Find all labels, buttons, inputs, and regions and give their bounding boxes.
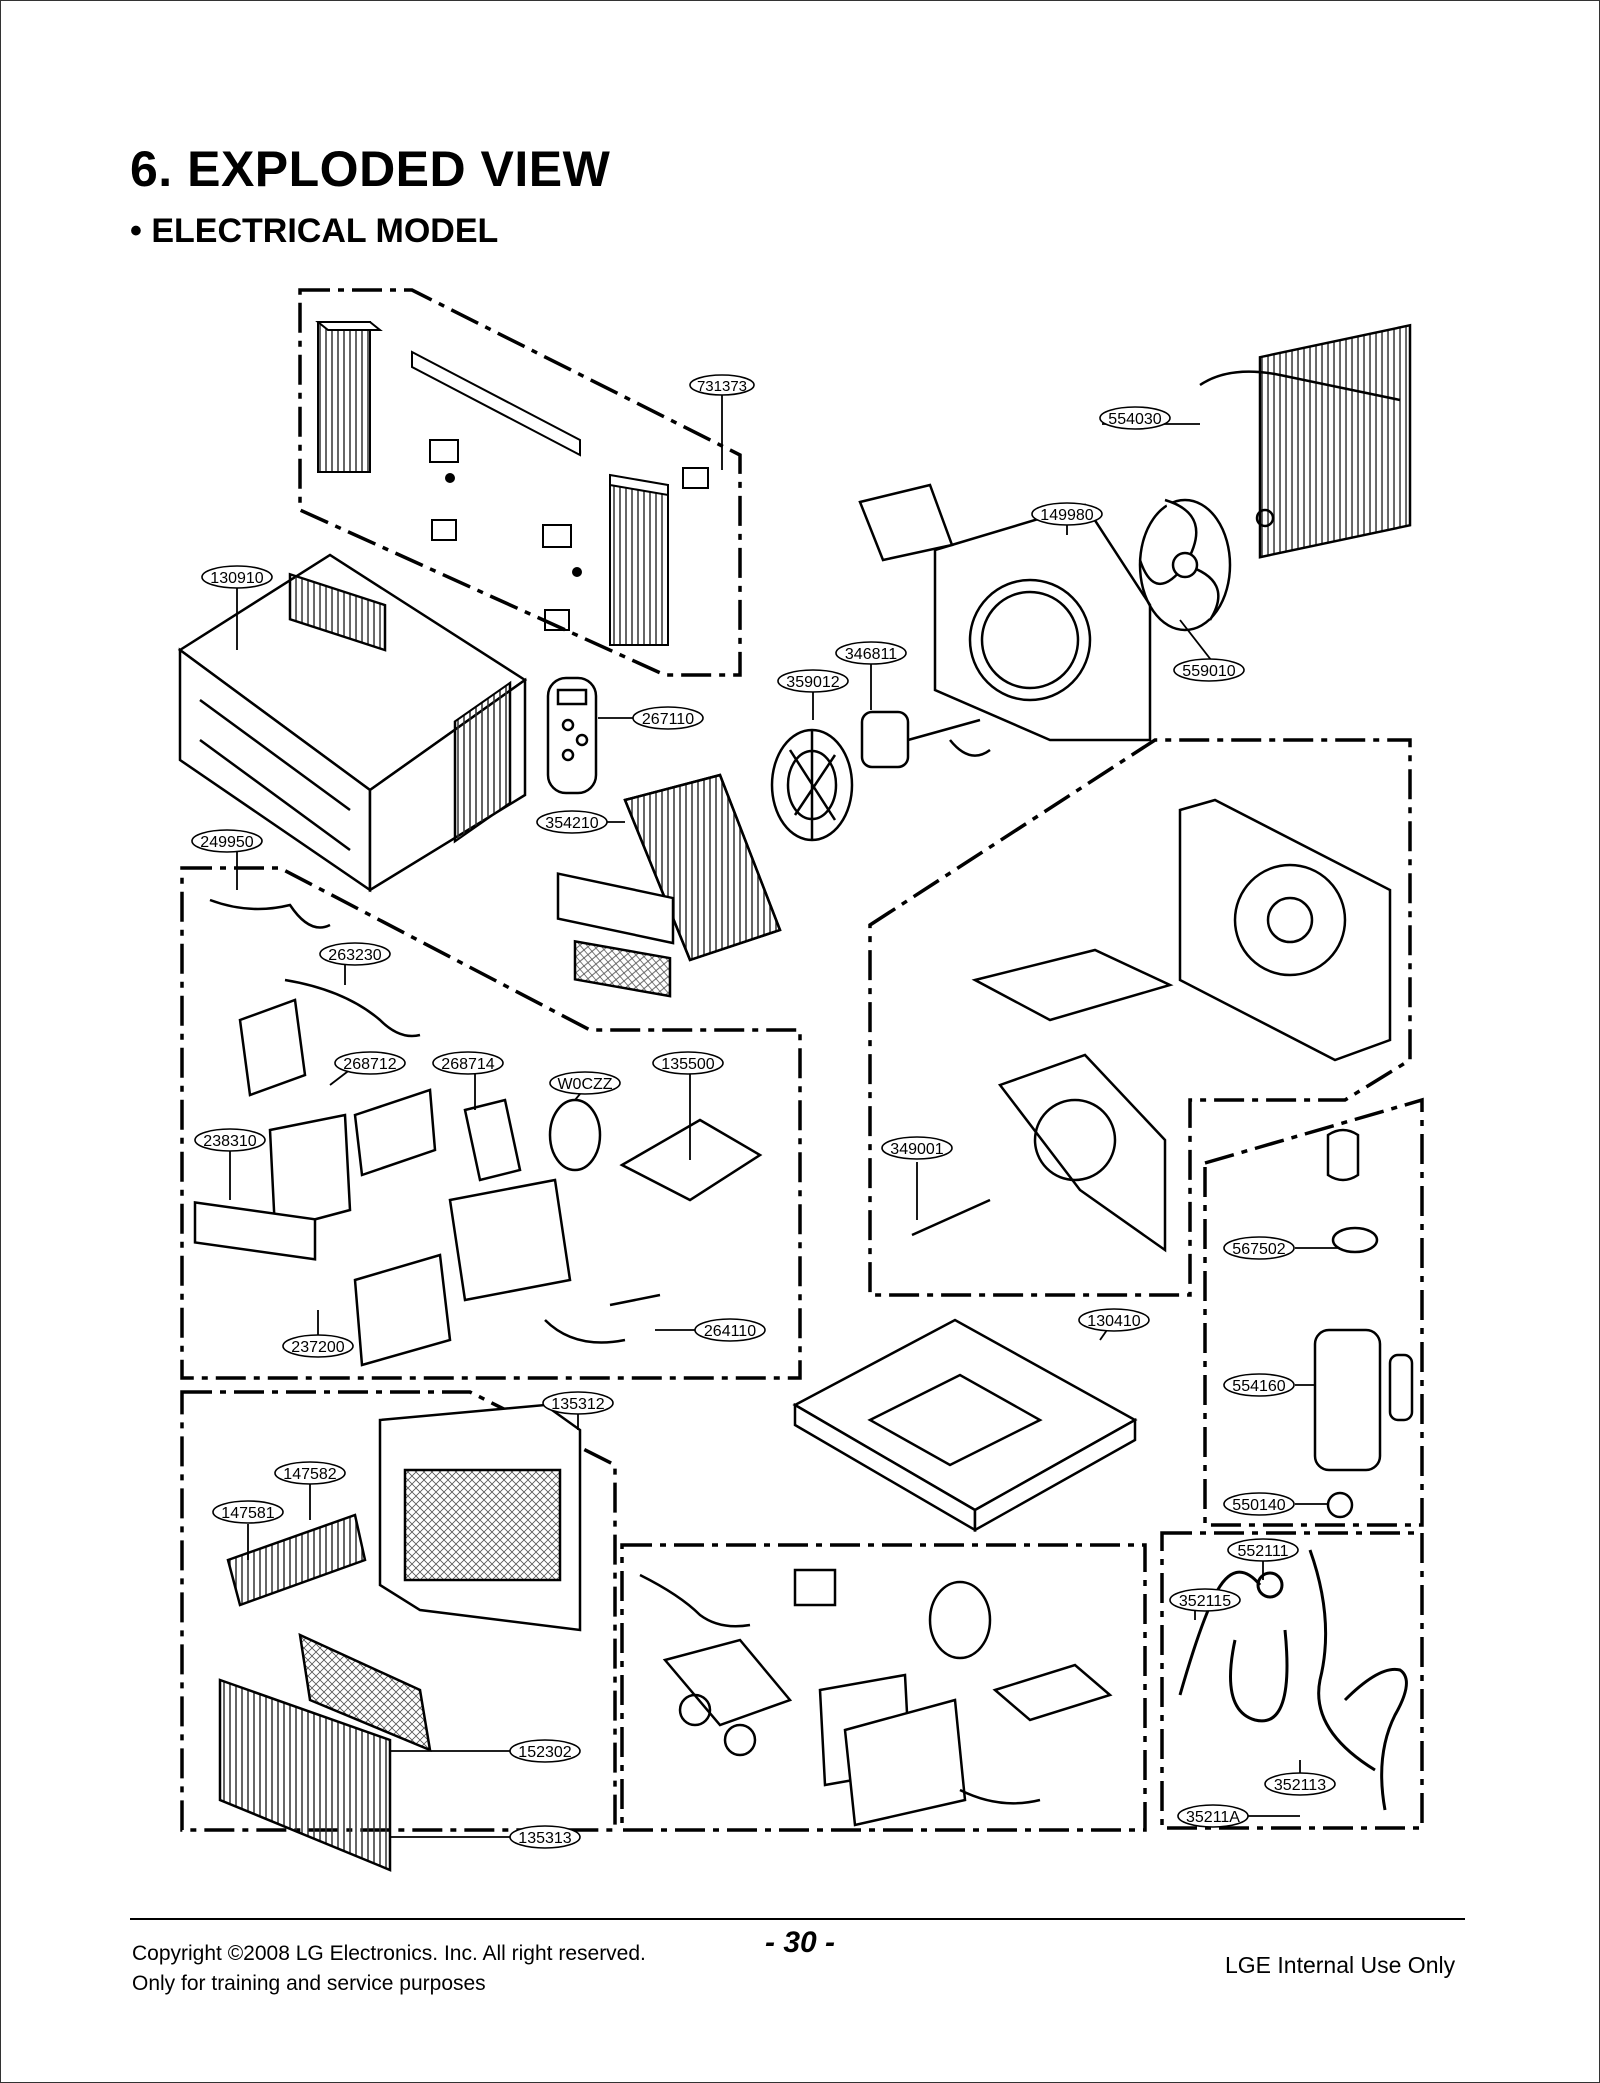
part-label: 152302 (518, 1744, 571, 1761)
mechanical-control (639, 1568, 1113, 1827)
callout-263230: 263230 (319, 942, 391, 966)
footer-purpose: Only for training and service purposes (132, 1972, 486, 1995)
part-label: 567502 (1232, 1241, 1285, 1258)
part-label: 135313 (518, 1830, 571, 1847)
callout-267110: 267110 (632, 706, 704, 730)
callout-135500: 135500 (652, 1051, 724, 1075)
part-label: 352113 (1274, 1777, 1326, 1794)
base-pan (792, 1318, 1138, 1533)
part-label: 130410 (1087, 1313, 1140, 1330)
part-label: 268712 (343, 1056, 396, 1073)
footer-internal: LGE Internal Use Only (1225, 1952, 1456, 1978)
part-label: 130910 (210, 570, 263, 587)
callout-135312: 135312 (542, 1391, 614, 1415)
page-title: 6. EXPLODED VIEW (130, 141, 611, 197)
group-outlines (180, 288, 1424, 1832)
callout-W0CZZ: W0CZZ (549, 1071, 621, 1095)
callout-352113: 352113 (1264, 1772, 1336, 1796)
outline-control-box (180, 866, 802, 1380)
callout-567502: 567502 (1223, 1236, 1295, 1260)
blower-housing (911, 798, 1392, 1253)
part-label: W0CZZ (557, 1076, 612, 1093)
part-label: 359012 (786, 674, 839, 691)
outline-blower (868, 738, 1412, 1297)
outline-mech-control (620, 1543, 1147, 1832)
condenser-fan-coil (1138, 323, 1412, 632)
callout-352115: 352115 (1169, 1588, 1241, 1612)
footer-rule (130, 1918, 1465, 1920)
callout-268714: 268714 (432, 1051, 504, 1075)
part-label: 554030 (1108, 411, 1161, 428)
callout-359012: 359012 (777, 669, 849, 693)
compressor (1313, 1128, 1414, 1519)
part-label: 135312 (551, 1396, 604, 1413)
callout-349001: 349001 (881, 1136, 953, 1160)
callout-346811: 346811 (835, 641, 907, 665)
part-label: 263230 (328, 947, 381, 964)
part-label: 554160 (1232, 1378, 1285, 1395)
part-label: 354210 (545, 815, 598, 832)
part-label: 249950 (200, 834, 253, 851)
callout-147581: 147581 (212, 1500, 284, 1524)
window-frame-kit (315, 321, 709, 646)
callout-152302: 152302 (509, 1739, 581, 1763)
part-label: 35211A (1186, 1809, 1240, 1826)
part-label: 550140 (1232, 1497, 1285, 1514)
callout-147582: 147582 (274, 1461, 346, 1485)
front-grille (218, 1403, 582, 1872)
callout-149980: 149980 (1031, 502, 1103, 526)
section-subtitle: • ELECTRICAL MODEL (130, 212, 499, 250)
callout-264110: 264110 (694, 1318, 766, 1342)
part-label: 731373 (697, 378, 747, 395)
footer-copyright: Copyright ©2008 LG Electronics. Inc. All… (132, 1942, 646, 1965)
callout-554160: 554160 (1223, 1373, 1295, 1397)
part-label: 135500 (661, 1056, 714, 1073)
callout-237200: 237200 (282, 1334, 354, 1358)
callout-35211A: 35211A (1177, 1804, 1249, 1828)
part-label: 552111 (1237, 1543, 1288, 1560)
callout-135313: 135313 (509, 1825, 581, 1849)
outline-window-frame (298, 288, 742, 677)
blower-assembly (770, 483, 1152, 842)
callout-130910: 130910 (201, 565, 273, 589)
electronic-control-parts (193, 898, 763, 1367)
callout-238310: 238310 (194, 1128, 266, 1152)
part-label: 149980 (1040, 507, 1093, 524)
part-label: 346811 (845, 646, 897, 663)
page-number: - 30 - (765, 1926, 836, 1959)
cabinet (177, 553, 528, 893)
part-label: 264110 (704, 1323, 756, 1340)
outline-tubing (1160, 1531, 1424, 1830)
callout-554030: 554030 (1099, 406, 1171, 430)
callout-354210: 354210 (536, 810, 608, 834)
part-label: 267110 (642, 711, 694, 728)
part-label: 268714 (441, 1056, 494, 1073)
callout-249950: 249950 (191, 829, 263, 853)
callout-559010: 559010 (1173, 658, 1245, 682)
remote-control (546, 676, 598, 795)
part-callouts: 731373 554030 149980 130910 346811 35901… (191, 374, 1336, 1849)
outline-compressor (1203, 1097, 1424, 1527)
outline-front-panel (180, 1390, 617, 1832)
part-label: 349001 (890, 1141, 943, 1158)
part-label: 237200 (291, 1339, 344, 1356)
callout-731373: 731373 (689, 374, 755, 396)
part-label: 352115 (1179, 1593, 1231, 1610)
callout-550140: 550140 (1223, 1492, 1295, 1516)
part-label: 559010 (1182, 663, 1235, 680)
callout-552111: 552111 (1227, 1538, 1299, 1562)
part-label: 238310 (203, 1133, 256, 1150)
callout-130410: 130410 (1078, 1308, 1150, 1332)
evaporator-coil (556, 773, 782, 998)
callout-268712: 268712 (334, 1051, 406, 1075)
part-label: 147581 (221, 1505, 274, 1522)
part-label: 147582 (283, 1466, 336, 1483)
